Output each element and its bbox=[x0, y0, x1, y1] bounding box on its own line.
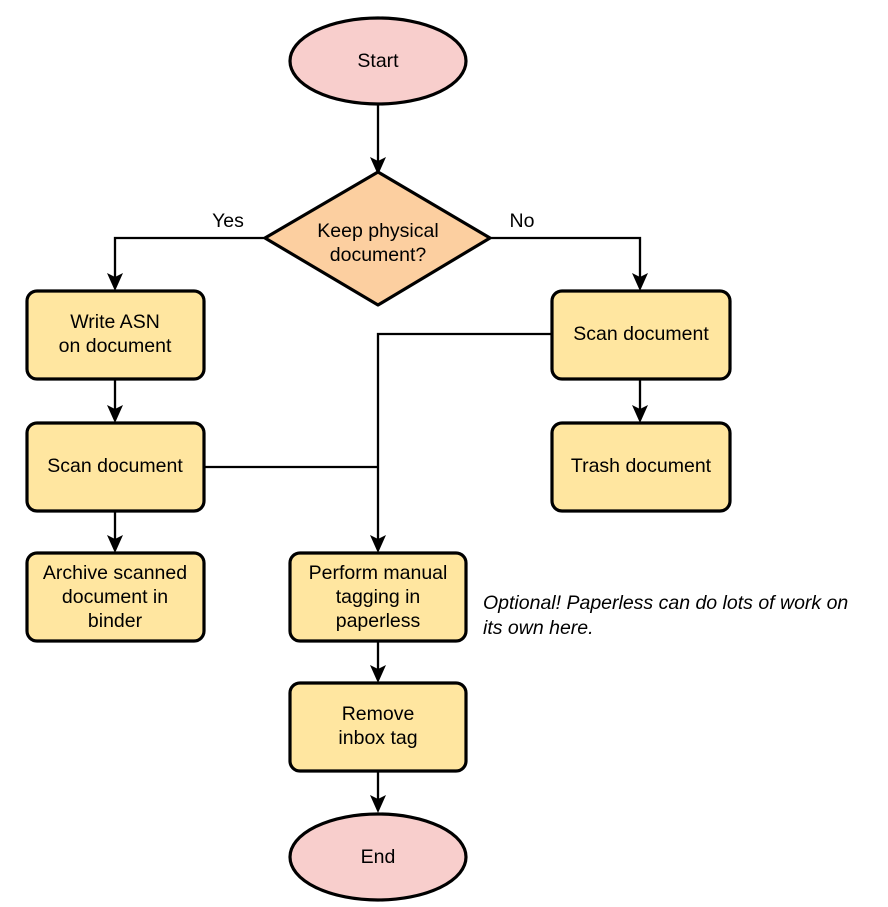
arrowhead-icon bbox=[370, 535, 386, 553]
edge-line bbox=[376, 332, 552, 542]
arrowhead-icon bbox=[370, 795, 386, 813]
node-write-asn-label-line2: on document bbox=[59, 335, 172, 357]
edge-line bbox=[113, 236, 265, 280]
node-remove-tag-label-line2: inbox tag bbox=[338, 727, 417, 749]
remove-inbox-tag-box[interactable] bbox=[288, 681, 468, 773]
edge-decision-to-scan-right bbox=[490, 236, 648, 291]
annotation-optional-note: Optional! Paperless can do lots of work … bbox=[483, 592, 848, 639]
node-start[interactable]: Start bbox=[288, 16, 468, 106]
node-tagging-label-line1: Perform manual bbox=[309, 562, 448, 584]
scan-document-left-box[interactable] bbox=[25, 421, 206, 513]
node-decision-label-line2: document? bbox=[330, 244, 427, 266]
edge-scan-left-to-archive bbox=[107, 510, 123, 553]
edge-tagging-to-remove-tag bbox=[370, 641, 386, 683]
node-tagging-label-line3: paperless bbox=[336, 610, 421, 632]
optional-note-line1: Optional! Paperless can do lots of work … bbox=[483, 592, 848, 614]
node-trash-document-label: Trash document bbox=[571, 455, 712, 477]
edge-label-no: No bbox=[510, 210, 535, 232]
decision-diamond[interactable] bbox=[263, 170, 492, 307]
node-end[interactable]: End bbox=[288, 812, 468, 902]
node-write-asn[interactable]: Write ASN on document bbox=[25, 289, 206, 381]
node-archive-label-line3: binder bbox=[88, 610, 143, 632]
node-archive-label-line1: Archive scanned bbox=[43, 562, 187, 584]
arrowhead-icon bbox=[107, 405, 123, 423]
arrowhead-icon bbox=[632, 273, 648, 291]
edge-remove-tag-to-end bbox=[370, 771, 386, 813]
start-ellipse[interactable] bbox=[288, 16, 468, 106]
arrowhead-icon bbox=[632, 405, 648, 423]
edge-line bbox=[490, 236, 642, 280]
node-scan-document-right-label: Scan document bbox=[573, 323, 709, 345]
node-scan-document-right[interactable]: Scan document bbox=[550, 289, 732, 381]
node-archive-label-line2: document in bbox=[62, 586, 168, 608]
scan-document-right-box[interactable] bbox=[550, 289, 732, 381]
node-trash-document[interactable]: Trash document bbox=[550, 421, 732, 513]
edge-write-asn-to-scan-left bbox=[107, 379, 123, 423]
node-archive-scanned-document[interactable]: Archive scanned document in binder bbox=[25, 551, 206, 643]
node-write-asn-label-line1: Write ASN bbox=[70, 311, 160, 333]
edge-decision-to-write-asn bbox=[107, 236, 265, 291]
node-end-label: End bbox=[361, 846, 396, 868]
arrowhead-icon bbox=[370, 665, 386, 683]
arrowhead-icon bbox=[107, 535, 123, 553]
end-ellipse[interactable] bbox=[288, 812, 468, 902]
edge-start-to-decision bbox=[370, 104, 386, 175]
arrowhead-icon bbox=[107, 273, 123, 291]
node-decision-label-line1: Keep physical bbox=[317, 220, 438, 242]
trash-document-box[interactable] bbox=[550, 421, 732, 513]
arrowhead-icon bbox=[370, 157, 386, 175]
node-decision-keep-physical-document[interactable]: Keep physical document? bbox=[263, 170, 492, 307]
edge-scan-right-to-tagging bbox=[370, 332, 552, 553]
node-remove-inbox-tag[interactable]: Remove inbox tag bbox=[288, 681, 468, 773]
archive-box[interactable] bbox=[25, 551, 206, 643]
node-scan-document-left-label: Scan document bbox=[47, 455, 183, 477]
tagging-box[interactable] bbox=[288, 551, 468, 643]
node-perform-manual-tagging[interactable]: Perform manual tagging in paperless bbox=[288, 551, 468, 643]
node-tagging-label-line2: tagging in bbox=[336, 586, 421, 608]
edge-scan-right-to-trash bbox=[632, 379, 648, 423]
node-scan-document-left[interactable]: Scan document bbox=[25, 421, 206, 513]
node-start-label: Start bbox=[357, 50, 399, 72]
node-remove-tag-label-line1: Remove bbox=[342, 703, 415, 725]
optional-note-line2: its own here. bbox=[483, 617, 594, 639]
write-asn-box[interactable] bbox=[25, 289, 206, 381]
edge-label-yes: Yes bbox=[212, 210, 244, 232]
